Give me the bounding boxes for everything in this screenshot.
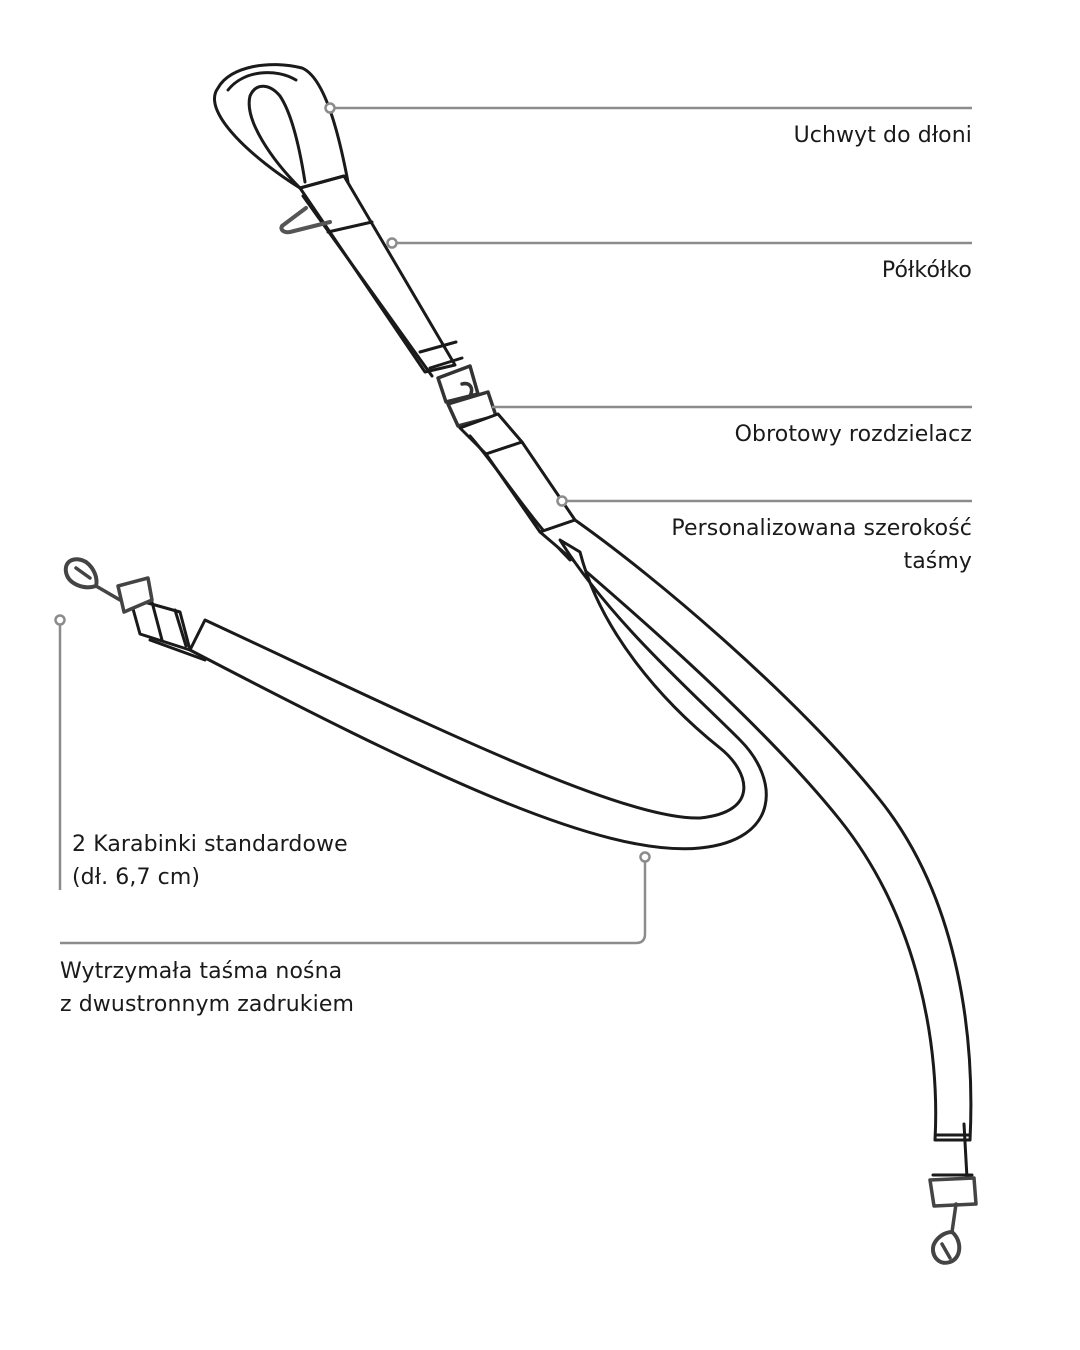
leader-dot-webbing: [639, 851, 651, 863]
leader-line-webbing: [60, 861, 647, 945]
label-webbing-width-line2: taśmy: [903, 549, 972, 574]
upper-webbing: [298, 174, 464, 378]
label-webbing-width-line1: Personalizowana szerokość: [671, 516, 972, 541]
label-carabiners-line1: 2 Karabinki standardowe: [72, 832, 348, 857]
label-swivel-splitter-text: Obrotowy rozdzielacz: [734, 422, 972, 447]
leader-dot-carabiners: [54, 614, 66, 626]
long-branch-webbing: [538, 518, 974, 1202]
label-half-ring-text: Półkółko: [881, 258, 972, 283]
leader-lines: [54, 102, 972, 945]
short-branch-webbing: [128, 538, 768, 851]
label-webbing-line1: Wytrzymała taśma nośna: [60, 959, 343, 984]
label-hand-grip: Uchwyt do dłoni: [794, 119, 972, 152]
leader-dot-hand-grip: [324, 102, 336, 114]
hand-loop: [213, 63, 350, 190]
leader-dot-half-ring: [386, 237, 398, 249]
right-carabiner: [928, 1176, 978, 1265]
label-hand-grip-text: Uchwyt do dłoni: [793, 123, 972, 148]
label-webbing: Wytrzymała taśma nośna z dwustronnym zad…: [60, 955, 354, 1021]
swivel-splitter: [436, 364, 498, 428]
leader-dot-width: [556, 495, 568, 507]
label-carabiners: 2 Karabinki standardowe (dł. 6,7 cm): [72, 828, 348, 894]
left-carabiner: [63, 557, 154, 614]
label-swivel-splitter: Obrotowy rozdzielacz: [735, 418, 972, 451]
leash-illustration: [63, 63, 978, 1265]
half-ring: [279, 206, 332, 235]
label-webbing-width: Personalizowana szerokość taśmy: [671, 512, 972, 578]
label-webbing-line2: z dwustronnym zadrukiem: [60, 992, 354, 1017]
label-carabiners-line2: (dł. 6,7 cm): [72, 865, 201, 890]
label-half-ring: Półkółko: [882, 254, 972, 287]
